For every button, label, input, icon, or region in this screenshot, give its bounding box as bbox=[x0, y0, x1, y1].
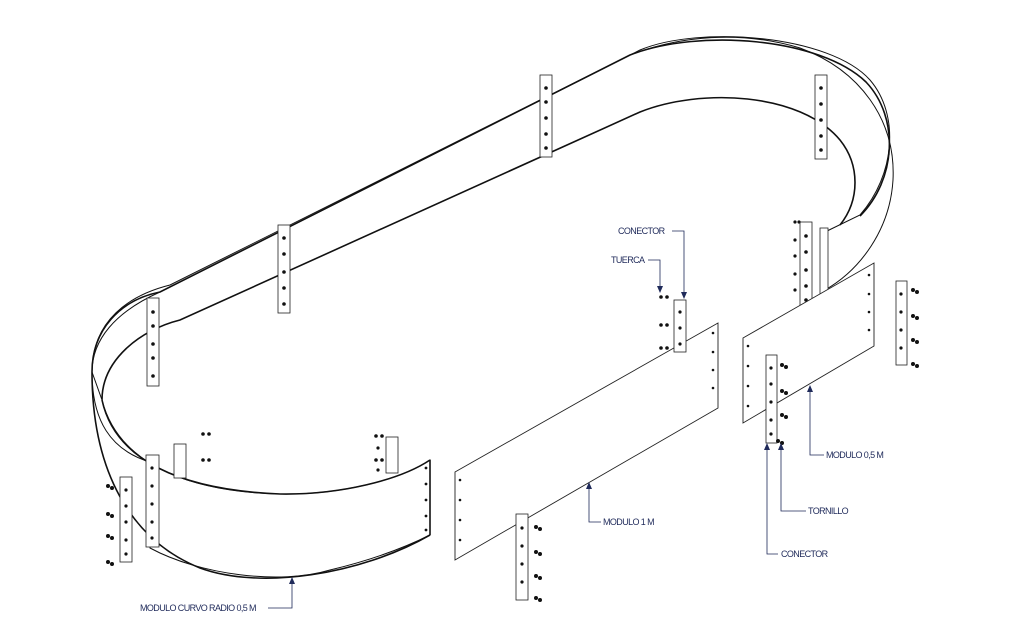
callout-labels: CONECTOR TUERCA MODULO 0,5 M TORNILLO CO… bbox=[140, 226, 884, 613]
curved-module-end-holes bbox=[424, 466, 428, 532]
bolt-set-front-left bbox=[106, 484, 114, 566]
leader-modulo-curvo bbox=[268, 580, 293, 609]
label-modulo-1: MODULO 1 M bbox=[603, 517, 654, 527]
wall-connector-strips bbox=[145, 74, 829, 548]
label-conector-bottom: CONECTOR bbox=[781, 549, 829, 559]
leader-lines bbox=[268, 230, 824, 609]
far-wall-inner-face bbox=[91, 36, 894, 373]
label-tornillo: TORNILLO bbox=[808, 506, 849, 516]
module-1m-panel bbox=[454, 322, 719, 561]
connector-strip-front-left bbox=[145, 454, 160, 548]
curved-module-top-edge bbox=[101, 399, 431, 495]
connector-strip-open-end bbox=[793, 220, 829, 309]
connector-strip-mid-back bbox=[277, 224, 291, 314]
connector-below-module-1m bbox=[515, 513, 542, 602]
connector-near-module-05m bbox=[765, 354, 788, 445]
connector-strip-inner-right bbox=[374, 434, 399, 474]
oval-bed-assembly bbox=[91, 36, 894, 579]
curved-module-front bbox=[91, 371, 431, 578]
curved-module-bottom-edge bbox=[91, 371, 431, 579]
label-tuerca: TUERCA bbox=[611, 255, 645, 265]
connector-strip-far-right bbox=[814, 74, 828, 160]
label-modulo-curvo: MODULO CURVO RADIO 0,5 M bbox=[140, 603, 256, 613]
connector-strip-left-back bbox=[146, 297, 160, 387]
leader-conector-top bbox=[672, 230, 685, 296]
leader-modulo-05 bbox=[809, 388, 824, 456]
leader-conector-bottom bbox=[766, 446, 778, 555]
connector-tuerca-group bbox=[659, 295, 687, 353]
leader-tornillo bbox=[780, 446, 806, 512]
loose-connector-front-left bbox=[106, 476, 133, 566]
connector-strip-right-back bbox=[539, 74, 553, 158]
label-modulo-05: MODULO 0,5 M bbox=[826, 450, 883, 460]
connector-strip-inner-left bbox=[173, 432, 211, 479]
wall-top-rim bbox=[91, 39, 891, 373]
leader-tuerca bbox=[648, 259, 661, 290]
leader-modulo-1 bbox=[588, 485, 601, 523]
label-conector-top: CONECTOR bbox=[618, 226, 666, 236]
connector-far-right bbox=[895, 280, 919, 368]
far-wall-bottom-edge bbox=[101, 96, 856, 401]
